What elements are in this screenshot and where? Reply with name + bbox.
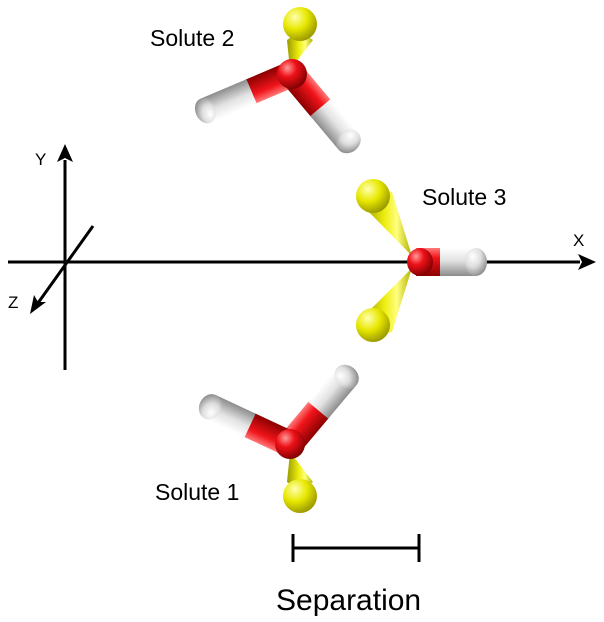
- solute-3-lone-pair-upper-icon: [356, 179, 412, 256]
- x-axis-arrowhead: [578, 254, 596, 270]
- solute-3-label: Solute 3: [422, 184, 506, 210]
- y-axis-label: Y: [35, 150, 46, 169]
- z-axis: [36, 225, 95, 304]
- solute-2-oxygen-atom: [277, 59, 307, 89]
- coordinate-axes: X Y Z: [8, 144, 596, 370]
- z-axis-label: Z: [8, 293, 18, 312]
- solute-1-oxygen-atom: [275, 429, 305, 459]
- solute-3-lone-pair-lower-icon: [356, 268, 412, 342]
- solute-3-oxygen-atom: [407, 248, 433, 276]
- separation-label: Separation: [276, 584, 421, 617]
- z-axis-arrowhead: [30, 295, 46, 314]
- solute-3-hydrogen-atom: [465, 248, 487, 276]
- solute-2-label: Solute 2: [150, 25, 234, 51]
- x-axis-label: X: [573, 231, 584, 250]
- solute-3-molecule: Solute 3: [356, 179, 506, 342]
- solute-1-molecule: Solute 1: [155, 364, 359, 513]
- solute-1-label: Solute 1: [155, 479, 239, 505]
- separation-scale-bar: Separation: [276, 534, 421, 617]
- solute-1-lone-pair-icon: [283, 452, 317, 513]
- solute-2-molecule: Solute 2: [150, 7, 361, 154]
- y-axis-arrowhead: [57, 144, 73, 162]
